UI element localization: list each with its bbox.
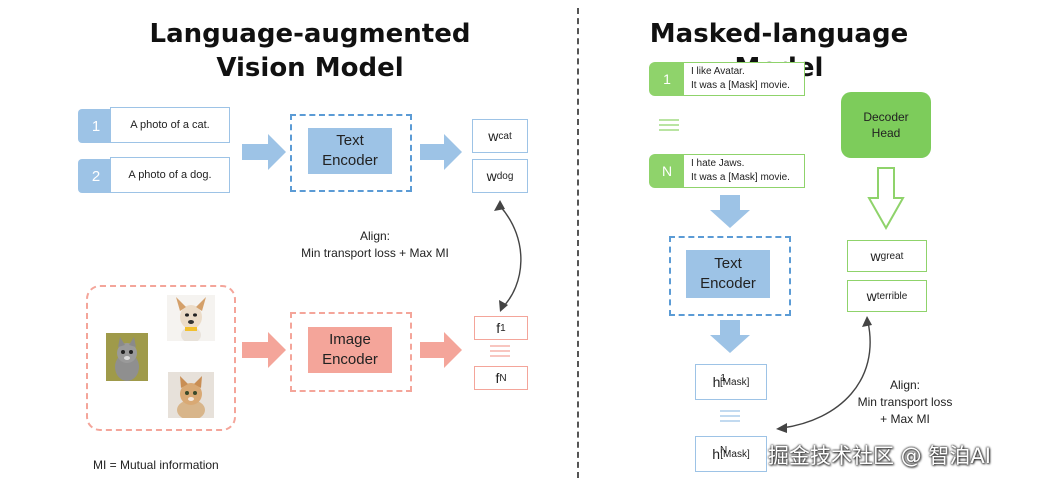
w-cat-sub: cat [498,130,512,142]
panel-divider [577,8,579,478]
decoder-head-line1: Decoder [863,110,909,124]
w-great-sub: great [880,250,904,262]
right-text-encoder-frame [669,236,791,316]
left-align-text: Align: Min transport loss + Max MI [290,228,460,262]
image-encoder: Image Encoder [308,327,392,373]
w-terrible-base: w [866,288,877,304]
h1-sub: [Mask] [719,376,750,388]
prompt-jaws-line1: I hate Jaws. [691,158,745,169]
prompt-number-N-green: N [649,154,685,188]
text-encoder-frame [290,114,412,192]
image-encoder-line1: Image [329,331,371,348]
text-encoder: Text Encoder [308,128,392,174]
right-align-arrowhead-top [862,316,872,327]
text-encoder-line2: Encoder [322,152,378,169]
image-frame [86,285,236,431]
right-text-encoder: Text Encoder [686,250,770,298]
prompt-jaws-line2: It was a [Mask] movie. [691,172,790,183]
left-arrows [242,134,522,368]
h1-sup: 1 [720,372,726,384]
cat-icon [168,372,214,418]
cat-photo-2 [168,372,214,418]
h-ellipsis-lines [720,410,740,422]
decoder-head: Decoder Head [841,92,931,158]
arrow-encoder-to-f [420,332,462,368]
right-title: Masked-language Model [649,19,909,83]
decoder-head-line2: Head [871,126,901,140]
h1-base: h [712,374,721,390]
arrow-encoder-to-w [420,134,462,170]
w-dog-base: w [486,168,497,184]
prompt-cat: A photo of a cat. [110,107,230,143]
right-align-arrowhead-bottom [776,423,787,433]
image-encoder-line2: Encoder [322,351,378,368]
f-ellipsis-lines [490,345,510,357]
prompt-number-1: 1 [78,109,114,143]
prompt-avatar: I like Avatar. It was a [Mask] movie. [683,62,805,96]
prompt-avatar-line1: I like Avatar. [691,66,745,77]
mi-note: MI = Mutual information [93,458,219,472]
right-align-text: Align: Min transport loss + Max MI [850,377,960,428]
f-1-base: f [496,320,501,336]
f-1-sub: 1 [500,322,506,334]
arrow-prompts-to-encoder [242,134,286,170]
watermark: 掘金技术社区 @ 智泊AI [768,444,991,468]
left-title-line1: Language-augmented [149,19,471,49]
prompt-ellipsis-lines [659,119,679,131]
w-great-base: w [870,248,881,264]
prompt-dog: A photo of a dog. [110,157,230,193]
right-align-line2: Min transport loss [857,395,953,409]
hN-base: h [712,446,721,462]
f-N-base: f [495,370,500,386]
image-encoder-frame [290,312,412,392]
w-terrible-sub: terrible [876,290,908,302]
w-dog-sub: dog [496,170,514,182]
cat-photo-1 [106,333,148,381]
left-align-arrowhead-bottom [499,300,508,312]
arrow-images-to-encoder [242,332,286,368]
f-N-sub: N [499,372,507,384]
right-align-line1: Align: [889,378,921,392]
arrow-decoder-to-w [867,167,905,231]
right-align-line3: + Max MI [880,412,930,426]
arrow-encoder-to-h [710,320,750,353]
dog-photo [167,295,215,341]
dog-icon [167,295,215,341]
hN-sub: [Mask] [720,448,750,460]
left-align-line2: Min transport loss + Max MI [301,246,449,260]
cat-icon [106,333,148,381]
left-align-line1: Align: [359,229,391,243]
prompt-number-1-green: 1 [649,62,685,96]
left-align-arrowhead-top [494,200,505,211]
text-encoder-line1: Text [336,132,364,149]
left-title: Language-augmented Vision Model [130,17,490,85]
prompt-jaws: I hate Jaws. It was a [Mask] movie. [683,154,805,188]
arrow-prompts-to-right-encoder [710,195,750,228]
left-title-line2: Vision Model [216,53,404,83]
right-text-encoder-line1: Text [714,255,742,272]
prompt-number-2: 2 [78,159,114,193]
prompt-avatar-line2: It was a [Mask] movie. [691,80,790,91]
w-cat-base: w [488,128,499,144]
right-align-curve [781,321,871,429]
right-text-encoder-line2: Encoder [700,275,756,292]
hN-sup: N [720,444,728,456]
left-align-curve [499,205,522,309]
